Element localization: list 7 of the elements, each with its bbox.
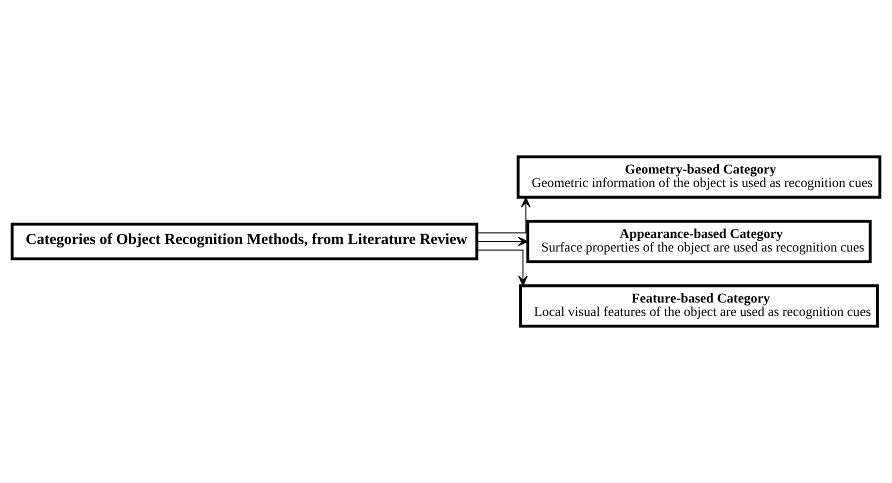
node-box: Appearance-based Category Surface properties of the object are used as recognition cues [526,220,872,264]
arrow [476,197,531,234]
node-box: Categories of Object Recognition Methods, from Literature Review [10,222,478,260]
arrow [476,250,528,286]
arrow [476,236,528,246]
node-box: Geometry-based Category Geometric information of the object is used as recognition cues [516,155,882,199]
node-box: Feature-based Category Local visual features of the object are used as recognition cues [519,284,879,328]
